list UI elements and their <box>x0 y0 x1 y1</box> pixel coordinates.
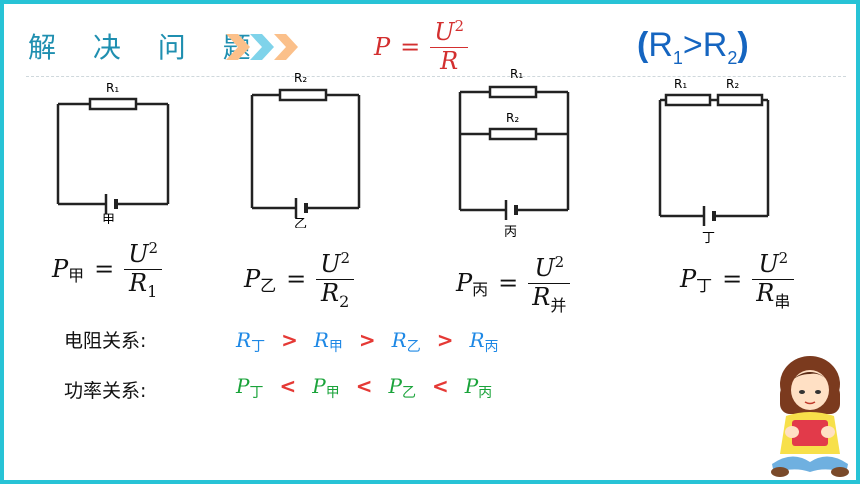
relation-term: P丁 <box>236 374 264 401</box>
relation-term: P乙 <box>388 374 416 401</box>
fraction-bar <box>430 46 469 49</box>
chevron-arrows-icon <box>226 34 298 60</box>
circuit-diagram-ding: R₁ R₂ 丁 <box>658 77 770 245</box>
svg-text:甲: 甲 <box>102 213 115 224</box>
relation-term: R甲 <box>313 328 343 355</box>
circuit-diagram-bing: R₁ R₂ 丙 <box>458 67 570 240</box>
svg-text:乙: 乙 <box>294 217 307 228</box>
svg-text:R₁: R₁ <box>674 77 687 91</box>
greater-than-sign: > <box>436 328 454 352</box>
circuit-diagram-jia: R₁ 甲 <box>56 81 170 224</box>
student-reading-illustration <box>771 356 849 477</box>
resistance-condition: (R1>R2) <box>637 26 749 68</box>
greater-than-sign: > <box>358 328 376 352</box>
less-than-sign: < <box>431 374 449 398</box>
power-formula: P = U2 R <box>374 17 469 76</box>
fraction-numerator: U2 <box>434 17 465 46</box>
resistance-relation: R丁 > R甲 > R乙 > R丙 <box>236 328 499 355</box>
greater-than-sign: > <box>281 328 298 352</box>
title-divider <box>26 76 846 77</box>
formula-fraction: U2 R <box>430 17 469 76</box>
svg-text:丁: 丁 <box>702 231 715 245</box>
svg-text:R₁: R₁ <box>510 67 523 81</box>
svg-text:丙: 丙 <box>504 225 517 240</box>
svg-text:R₂: R₂ <box>726 77 739 91</box>
less-than-sign: < <box>279 374 297 398</box>
formula-lhs: P <box>374 32 391 61</box>
relation-term: R丙 <box>469 328 499 355</box>
slide-title: 解 决 问 题 <box>28 31 265 64</box>
svg-text:R₂: R₂ <box>294 71 307 85</box>
less-than-sign: < <box>355 374 373 398</box>
relation-term: R乙 <box>391 328 421 355</box>
circuit-diagram-yi: R₂ 乙 <box>250 71 361 228</box>
svg-text:R₁: R₁ <box>106 81 119 95</box>
relation-term: P丙 <box>464 374 493 401</box>
relation-term: P甲 <box>312 374 340 401</box>
relation-term: R丁 <box>236 328 266 355</box>
fraction-denominator: R <box>440 47 459 76</box>
power-relation-label: 功率关系: <box>64 380 147 402</box>
resistance-relation-label: 电阻关系: <box>64 330 147 352</box>
equals-sign: = <box>400 32 421 61</box>
svg-text:R₂: R₂ <box>506 111 519 125</box>
power-relation: P丁 < P甲 < P乙 < P丙 <box>236 374 493 401</box>
